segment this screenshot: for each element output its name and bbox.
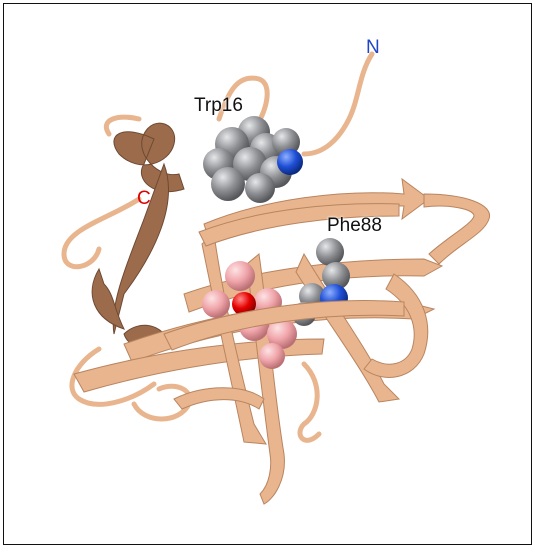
- c-terminus-label: C: [137, 188, 151, 209]
- protein-structure-figure: N C Trp16 Phe88: [3, 3, 532, 545]
- trp16-spacefill: [203, 116, 303, 203]
- n-terminus-label: N: [366, 37, 380, 58]
- front-strands: [163, 203, 405, 351]
- residue-phe88-label: Phe88: [327, 215, 382, 236]
- phe88-spacefill: [292, 238, 350, 326]
- residue-trp16-label: Trp16: [194, 95, 243, 116]
- protein-ribbon-illustration: [61, 51, 490, 505]
- back-helix-group: [91, 122, 185, 348]
